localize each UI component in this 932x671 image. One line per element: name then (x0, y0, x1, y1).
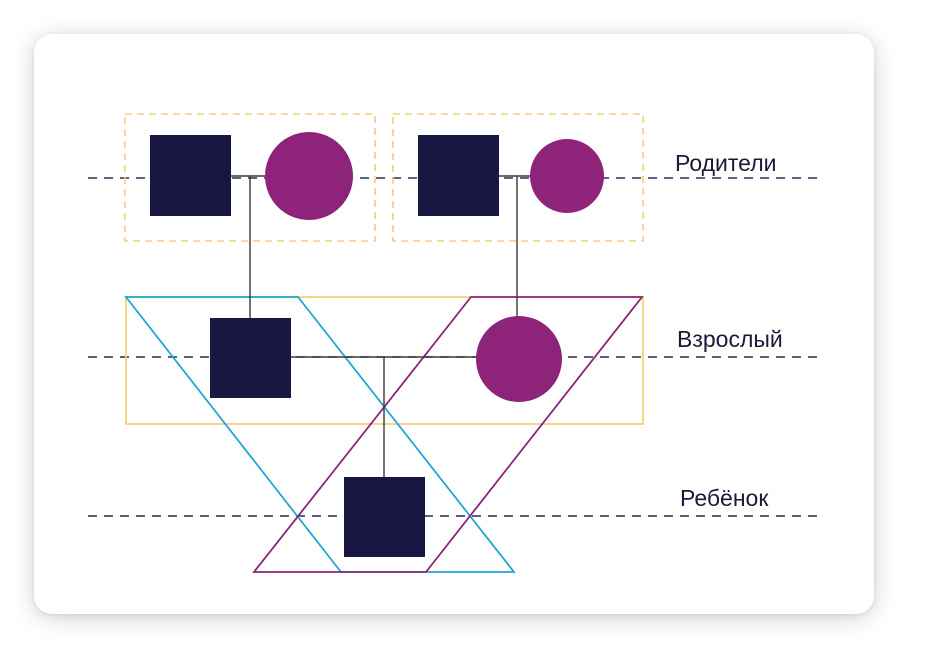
paternal-grandfather-male-symbol (150, 135, 231, 216)
child-level-label: Ребёнок (680, 485, 769, 511)
maternal-line-parallelogram (252, 296, 644, 573)
maternal-parents-frame (392, 113, 644, 242)
child-male-symbol (344, 477, 425, 557)
paternal-parents-frame (124, 113, 376, 242)
maternal-grandfather-male-symbol (418, 135, 499, 216)
adult-female-symbol (476, 316, 562, 402)
adult-male-symbol (210, 318, 291, 398)
paternal-grandmother-female-symbol (265, 132, 353, 220)
parents-level-label: Родители (675, 150, 776, 176)
adult-level-label: Взрослый (677, 326, 783, 352)
maternal-grandmother-female-symbol (530, 139, 604, 213)
diagram-card (34, 34, 874, 614)
paternal-line-parallelogram (124, 296, 516, 573)
